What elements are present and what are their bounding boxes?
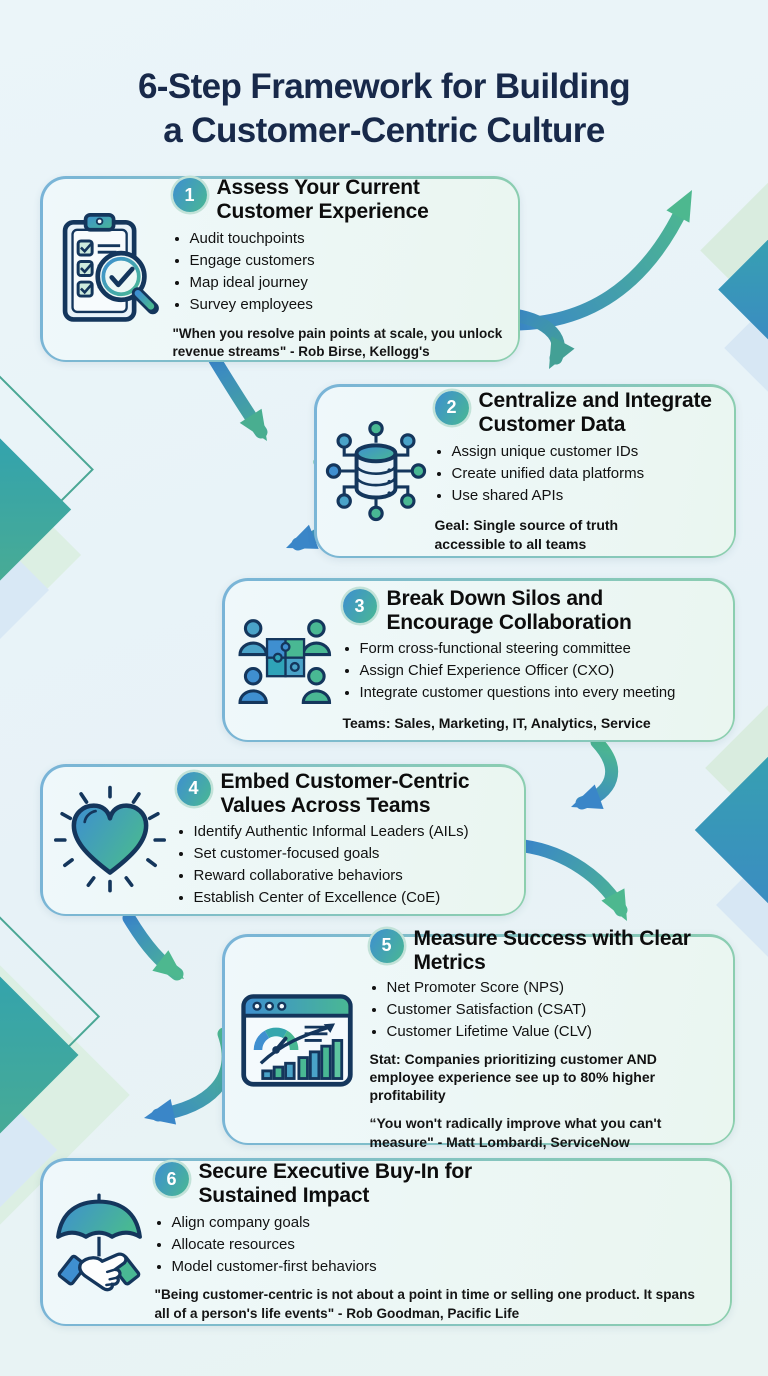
bullet-item: Establish Center of Excellence (CoE)	[194, 888, 510, 908]
bullet-list: Identify Authentic Informal Leaders (AIL…	[177, 822, 510, 908]
note-text: Sales, Marketing, IT, Analytics, Service	[390, 715, 651, 732]
step-number-badge: 2	[434, 390, 469, 425]
quote-text: "When you resolve pain points at scale, …	[172, 325, 503, 360]
database-network-icon	[317, 418, 435, 524]
umbrella-handshake-icon	[43, 1191, 155, 1294]
bullet-item: Audit touchpoints	[190, 229, 504, 249]
flow-arrow	[517, 839, 628, 921]
step-title-line1: Centralize and Integrate	[478, 388, 712, 412]
teams-note: Teams: Sales, Marketing, IT, Analytics, …	[343, 714, 719, 732]
step-title-line1: Break Down Silos and	[386, 587, 604, 611]
bullet-item: Customer Satisfaction (CSAT)	[387, 1000, 719, 1020]
step-title-line2: Sustained Impact	[198, 1184, 370, 1207]
step-number-badge: 1	[172, 178, 207, 213]
bullet-item: Create unified data platforms	[452, 464, 720, 484]
radiant-heart-icon	[43, 784, 177, 896]
step-number-badge: 4	[176, 771, 211, 806]
bullet-item: Align company goals	[172, 1213, 716, 1233]
goal-note: Geal: Single source of truth accessible …	[435, 516, 685, 553]
bullet-item: Identify Authentic Informal Leaders (AIL…	[194, 822, 510, 842]
note-label: Teams:	[342, 715, 391, 732]
clipboard-checklist-magnifier-icon	[43, 207, 173, 331]
step-number-badge: 5	[369, 928, 404, 963]
bullet-item: Allocate resources	[172, 1235, 716, 1255]
step-title-line1: Measure Success with Clear	[413, 926, 691, 950]
step-title-line2: Customer Data	[478, 412, 626, 436]
bullet-item: Assign unique customer IDs	[452, 442, 720, 462]
bullet-item: Reward collaborative behaviors	[194, 866, 510, 886]
bullet-list: Form cross-functional steering committee…	[343, 640, 719, 703]
flow-arrow	[499, 190, 692, 331]
page-title-line1: 6-Step Framework for Building	[137, 67, 631, 107]
bullet-item: Use shared APIs	[452, 486, 720, 506]
bullet-item: Net Promoter Score (NPS)	[387, 978, 719, 998]
bullet-item: Assign Chief Experience Officer (CXO)	[360, 662, 719, 681]
flow-arrow	[571, 735, 619, 810]
step-number-badge: 6	[154, 1162, 189, 1197]
flow-arrow	[208, 353, 268, 441]
step-title-line1: Embed Customer-Centric	[220, 769, 470, 793]
flow-arrow	[144, 1027, 235, 1125]
step-title-line2: Values Across Teams	[220, 793, 431, 817]
stat-note: Stat: Companies prioritizing customer AN…	[370, 1050, 710, 1105]
bullet-item: Map ideal journey	[190, 273, 504, 293]
note-text: Single source of truth accessible to all…	[434, 517, 619, 552]
page-title-line2: a Customer-Centric Culture	[163, 110, 605, 150]
stat-label: Stat:	[369, 1051, 401, 1068]
step-title-line1: Assess Your Current	[216, 176, 420, 200]
team-puzzle-icon	[225, 612, 343, 708]
bullet-list: Align company goals Allocate resources M…	[155, 1213, 716, 1277]
step-title-line2: Encourage Collaboration	[386, 611, 632, 635]
quote-text: "Being customer-centric is not about a p…	[154, 1287, 695, 1322]
step-title-line2: Customer Experience	[216, 200, 429, 224]
bullet-item: Form cross-functional steering committee	[360, 640, 719, 659]
stat-text: Companies prioritizing customer AND empl…	[369, 1051, 657, 1104]
flow-arrow	[122, 911, 184, 981]
step-title-line1: Secure Executive Buy-In for	[198, 1160, 473, 1184]
bullet-item: Set customer-focused goals	[194, 844, 510, 864]
metrics-dashboard-icon	[225, 987, 370, 1092]
note-label: Geal:	[434, 517, 470, 534]
bullet-item: Integrate customer questions into every …	[360, 684, 719, 703]
bullet-item: Engage customers	[190, 251, 504, 271]
bullet-list: Audit touchpoints Engage customers Map i…	[173, 229, 504, 315]
quote-text: “You won't radically improve what you ca…	[369, 1114, 662, 1150]
step-title-line2: Metrics	[413, 950, 486, 974]
bullet-item: Model customer-first behaviors	[172, 1257, 716, 1277]
bullet-item: Customer Lifetime Value (CLV)	[387, 1022, 719, 1042]
bullet-list: Assign unique customer IDs Create unifie…	[435, 442, 720, 506]
bullet-list: Net Promoter Score (NPS) Customer Satisf…	[370, 978, 719, 1042]
step-number-badge: 3	[342, 589, 377, 624]
bullet-item: Survey employees	[190, 295, 504, 315]
